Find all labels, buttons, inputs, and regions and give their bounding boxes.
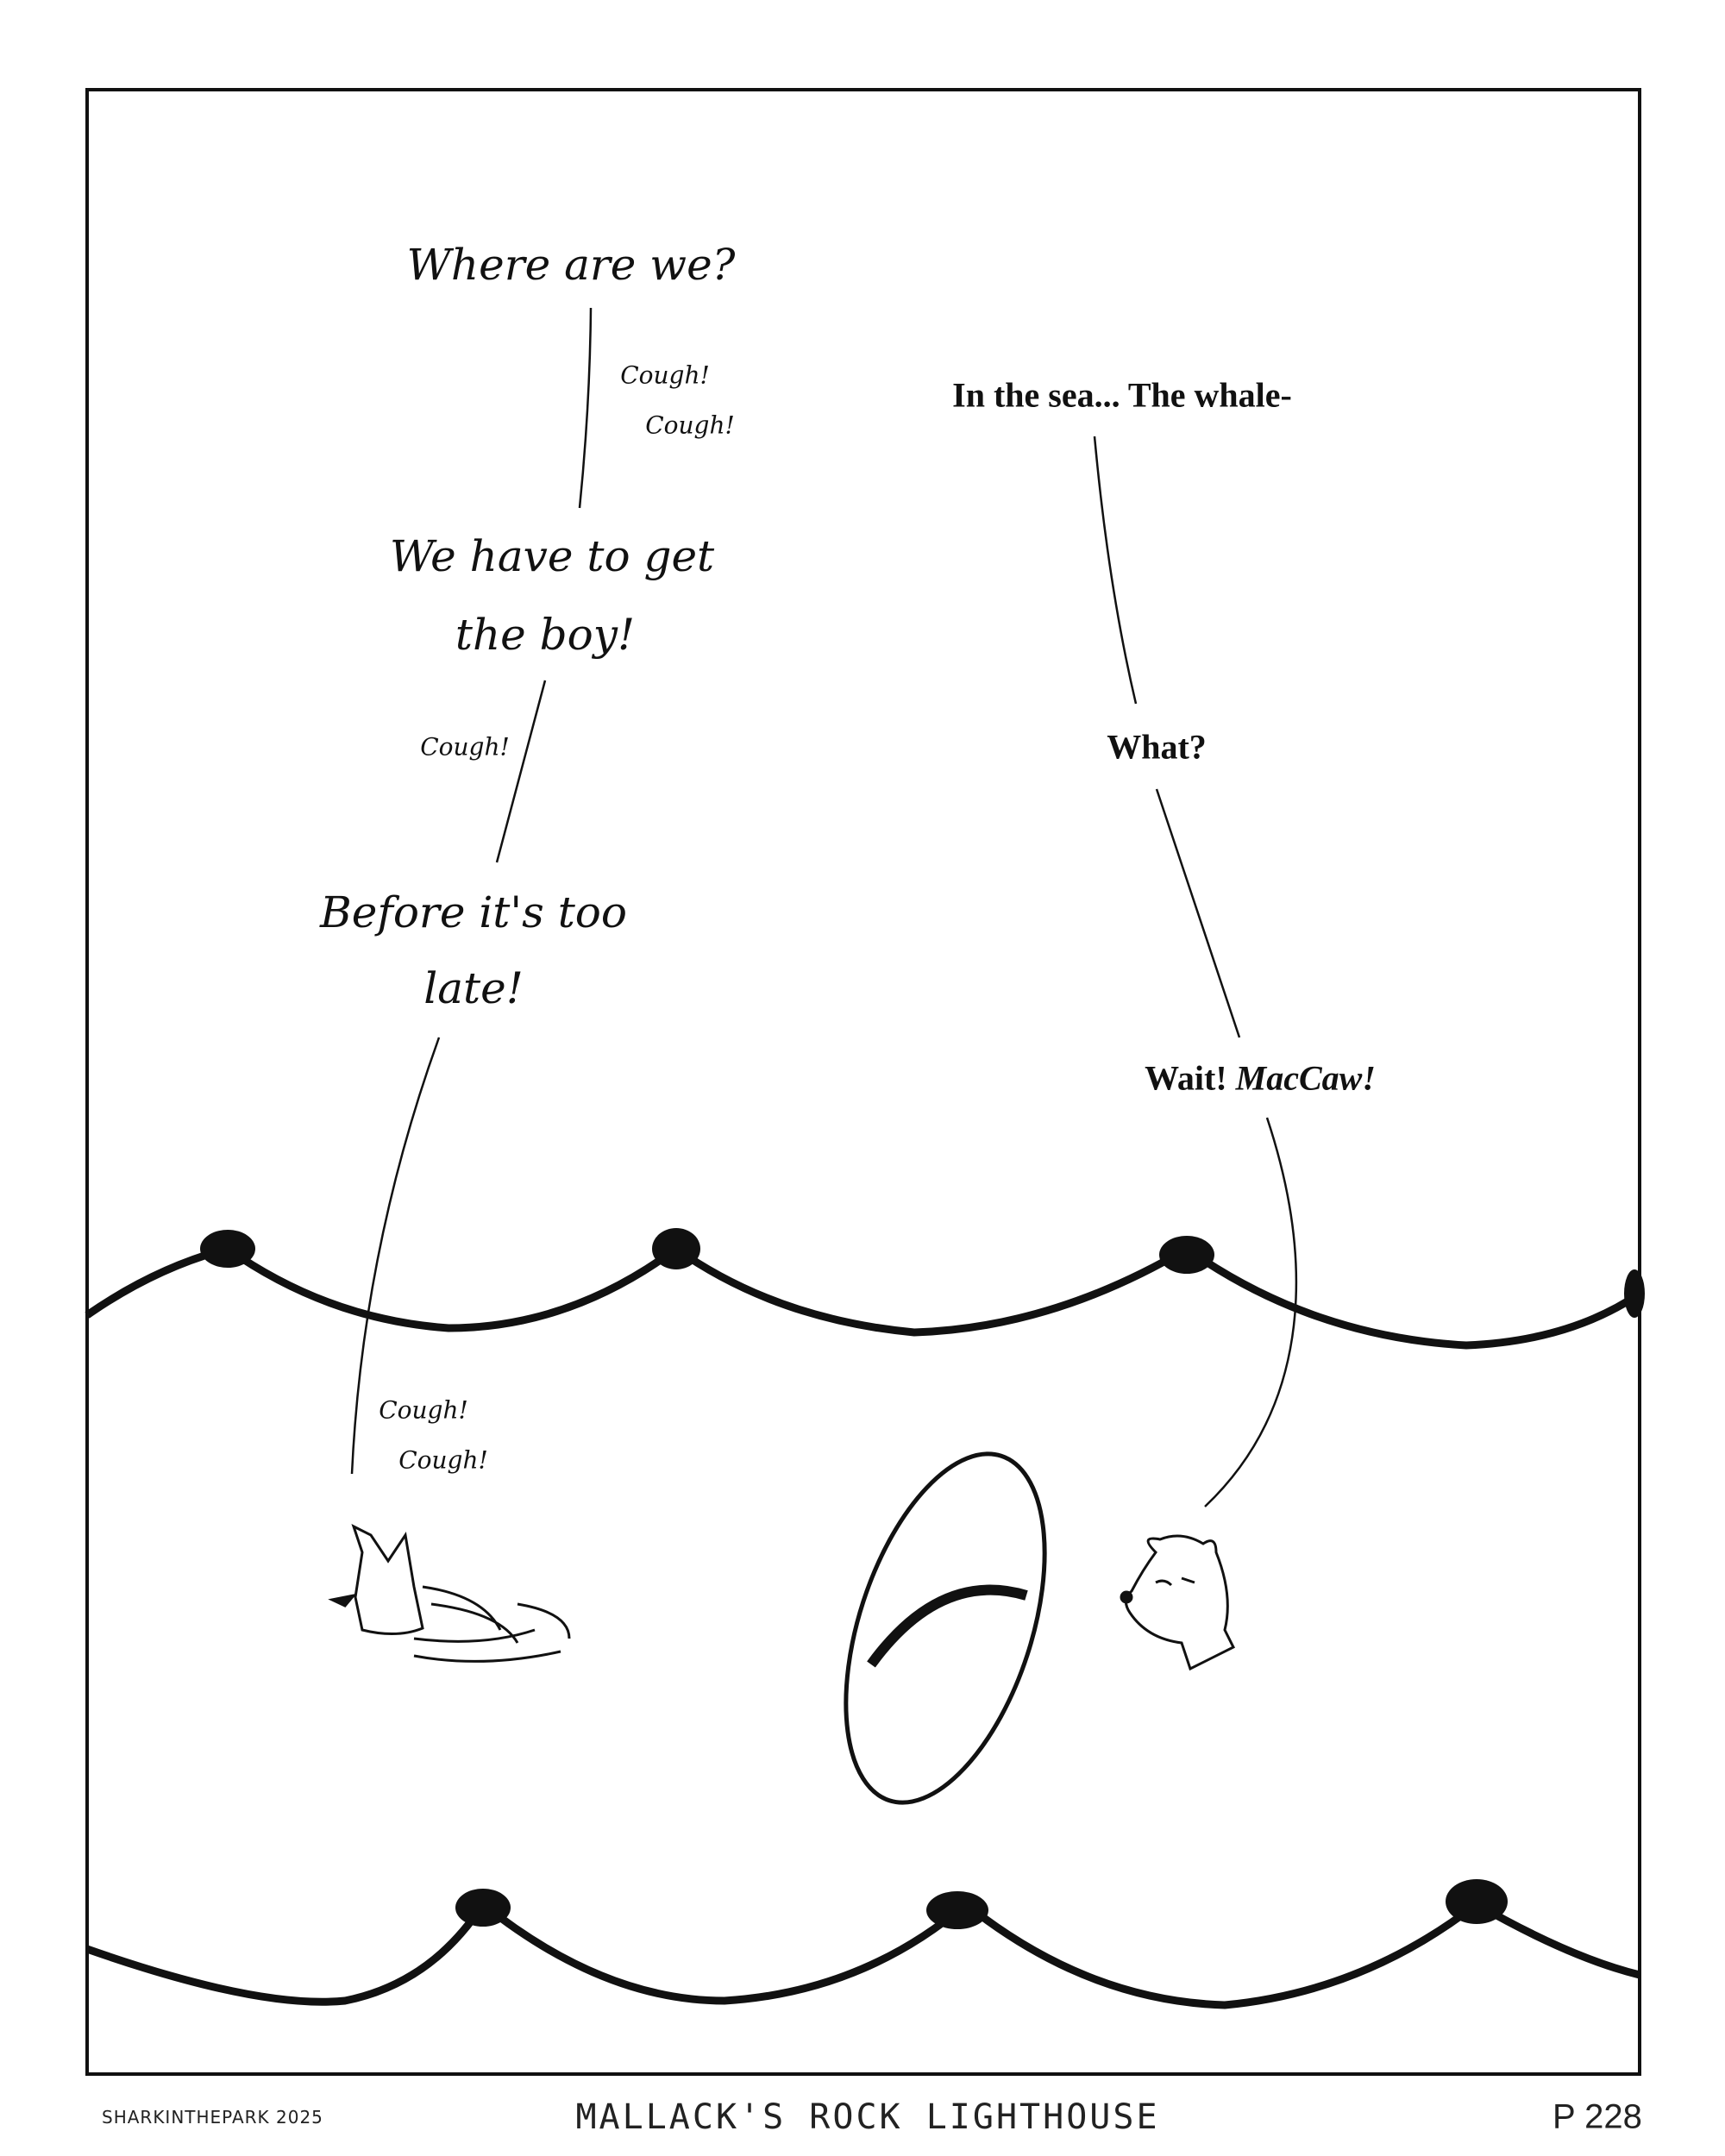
character-cat-swimming [328, 1524, 571, 1663]
speech-text-italic: MacCaw! [1235, 1058, 1376, 1098]
sfx-cough: Cough! [420, 732, 510, 761]
speech-text: We have to get [389, 531, 715, 581]
wave-bottom-foam [455, 1879, 1508, 1929]
sfx-cough: Cough! [398, 1445, 488, 1475]
speech-text: Where are we? [406, 240, 736, 290]
footer-credit: SHARKINTHEPARK 2025 [102, 2107, 323, 2128]
speech-text-plain: Wait! [1145, 1058, 1236, 1098]
sfx-cough: Cough! [379, 1395, 468, 1425]
speech-text: late! [423, 963, 524, 1013]
speech-text: Wait! MacCaw! [1145, 1058, 1376, 1099]
speech-text: the boy! [455, 610, 636, 660]
wave-top-foam [200, 1228, 1645, 1318]
speech-text: In the sea... The whale- [952, 375, 1292, 415]
page-number: P 228 [1552, 2097, 1642, 2136]
panel-border [85, 88, 1641, 2076]
sfx-cough: Cough! [620, 360, 710, 390]
character-bear-swimming [1120, 1534, 1236, 1671]
life-ring [844, 1451, 1047, 1805]
sfx-cough: Cough! [645, 411, 735, 440]
footer-title: MALLACK'S ROCK LIGHTHOUSE [575, 2097, 1160, 2137]
speech-text: Before it's too [319, 887, 628, 937]
speech-tails [350, 307, 1297, 1507]
speech-text: What? [1107, 727, 1207, 767]
wave-bottom [85, 1898, 1641, 2009]
wave-top [85, 1244, 1642, 1350]
